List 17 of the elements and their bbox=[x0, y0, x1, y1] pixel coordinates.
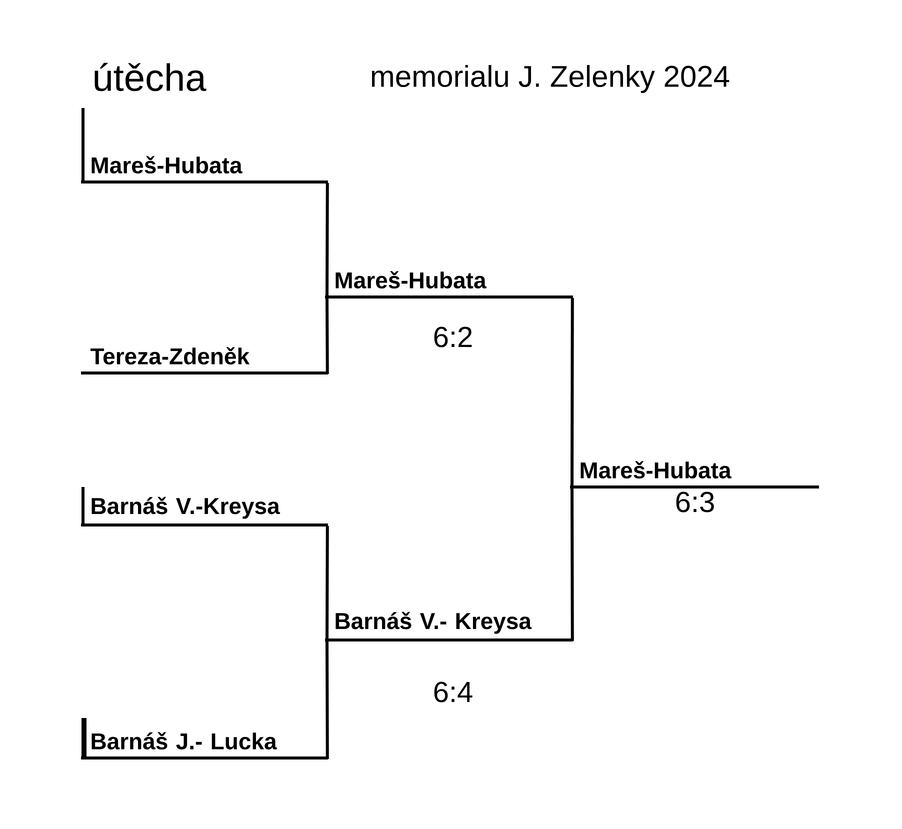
bracket-slot: Barnáš V.- Kreysa bbox=[325, 612, 573, 642]
bracket-line bbox=[326, 640, 329, 759]
bracket-slot: Barnáš J.- Lucka bbox=[81, 718, 328, 760]
bracket-slot: Mareš-Hubata bbox=[81, 108, 328, 184]
bracket-line bbox=[326, 182, 329, 298]
score-text: 6:2 bbox=[434, 326, 472, 348]
bracket-slot: Barnáš V.-Kreysa bbox=[81, 487, 328, 526]
score-text: 6:3 bbox=[676, 492, 714, 512]
bracket-slot: Mareš-Hubata bbox=[570, 461, 819, 488]
score-text: 6:4 bbox=[434, 682, 472, 702]
bracket-slot: Mareš-Hubata bbox=[325, 271, 573, 298]
bracket-line bbox=[326, 526, 329, 641]
bracket-slot: Tereza-Zdeněk bbox=[81, 347, 328, 374]
bracket-line bbox=[570, 298, 574, 488]
bracket-line bbox=[570, 488, 574, 641]
bracket-line bbox=[326, 298, 329, 374]
title: memorialu J. Zelenky 2024 bbox=[372, 65, 730, 93]
